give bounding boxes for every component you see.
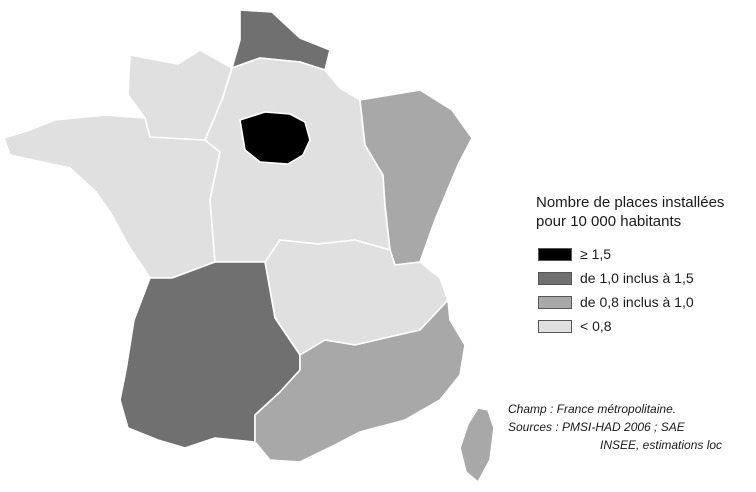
legend-item: de 1,0 inclus à 1,5 [538,266,694,290]
sources-note-line1: Sources : PMSI-HAD 2006 ; SAE [508,420,685,434]
legend-title-line2: pour 10 000 habitants [536,213,682,230]
legend-label: < 0,8 [580,318,612,334]
legend: ≥ 1,5 de 1,0 inclus à 1,5 de 0,8 inclus … [538,242,694,338]
legend-swatch [538,271,572,285]
region-sud-est [254,299,466,463]
region-sud-ouest [119,261,301,449]
legend-label: de 0,8 inclus à 1,0 [580,294,694,310]
legend-swatch [538,319,572,333]
source-notes: Champ : France métropolitaine. Sources :… [508,400,756,454]
legend-title-line1: Nombre de places installées [536,194,725,211]
legend-swatch [538,247,572,261]
region-ile-de-france [239,111,311,165]
legend-label: ≥ 1,5 [580,246,612,262]
region-corse [459,407,495,483]
sources-note-line2: INSEE, estimations loc [600,438,723,452]
legend-item: de 0,8 inclus à 1,0 [538,290,694,314]
legend-item: ≥ 1,5 [538,242,694,266]
legend-title: Nombre de places installées pour 10 000 … [536,193,756,231]
champ-note: Champ : France métropolitaine. [508,402,677,416]
legend-swatch [538,295,572,309]
region-centre-nord [204,57,391,263]
legend-label: de 1,0 inclus à 1,5 [580,270,694,286]
legend-item: < 0,8 [538,314,694,338]
